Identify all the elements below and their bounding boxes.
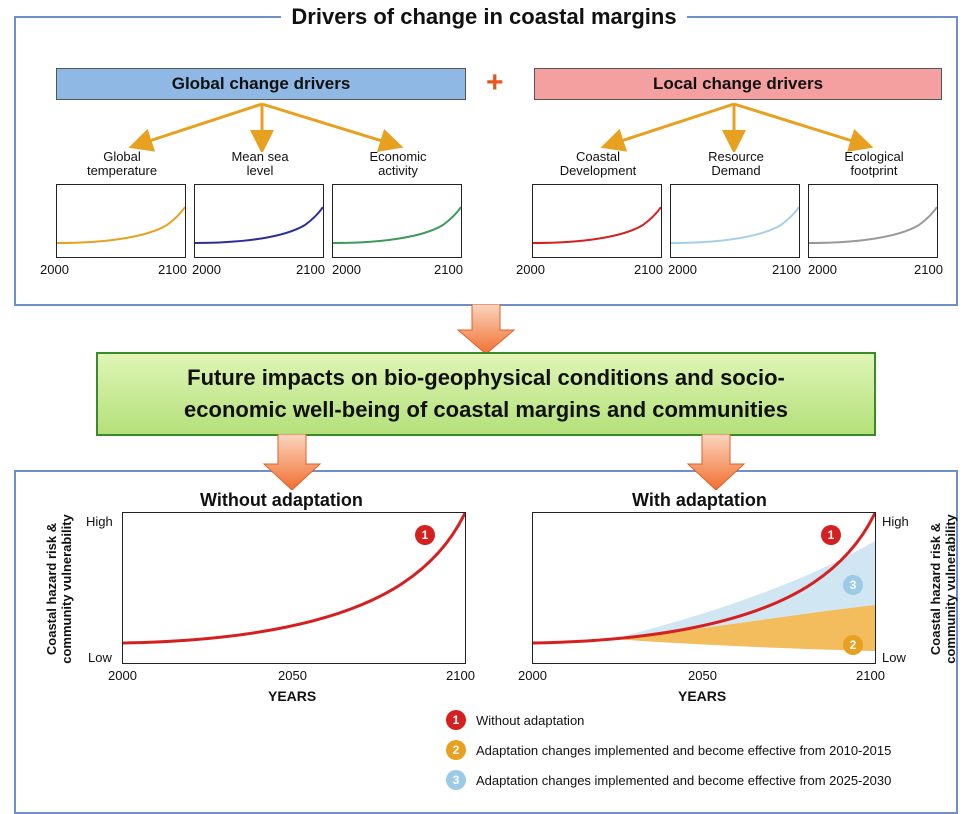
legend-item-2: 2 Adaptation changes implemented and bec…: [446, 740, 891, 760]
mini-curve-svg: [57, 206, 185, 244]
tick-start-6: 2000: [808, 262, 837, 277]
plus-sign: +: [486, 66, 504, 99]
down-arrow-right: [686, 434, 746, 490]
with-ylabel: Coastal hazard risk &community vulnerabi…: [928, 514, 958, 664]
without-xtick-2050: 2050: [278, 668, 307, 683]
local-drivers-box: Local change drivers: [534, 68, 942, 100]
mini-curve: [671, 206, 799, 244]
legend-text-1: Without adaptation: [476, 712, 585, 728]
impact-box: Future impacts on bio-geophysical condit…: [96, 352, 876, 436]
branch-arrows: [128, 102, 874, 152]
global-drivers-box: Global change drivers: [56, 68, 466, 100]
with-adaptation-title: With adaptation: [632, 490, 767, 510]
down-arrow-top: [456, 304, 516, 354]
mini-curve-svg: [809, 206, 937, 244]
svg-text:1: 1: [422, 528, 429, 542]
mini-curve-svg: [533, 206, 661, 244]
down-arrow-left: [262, 434, 322, 490]
mini-chart-resource-demand: [670, 184, 800, 258]
with-high-label: High: [882, 514, 909, 529]
mini-chart-coastal-development: [532, 184, 662, 258]
main-title: Drivers of change in coastal margins: [0, 4, 968, 30]
legend-item-3: 3 Adaptation changes implemented and bec…: [446, 770, 891, 790]
tick-end-1: 2100: [158, 262, 187, 277]
tick-end-3: 2100: [434, 262, 463, 277]
mini-curve-svg: [333, 206, 461, 244]
svg-text:1: 1: [828, 528, 835, 542]
tick-end-6: 2100: [914, 262, 943, 277]
tick-end-5: 2100: [772, 262, 801, 277]
mini-chart-ecological-footprint: [808, 184, 938, 258]
mini-chart-economic-activity: [332, 184, 462, 258]
svg-text:3: 3: [850, 578, 857, 592]
without-xtick-2100: 2100: [446, 668, 475, 683]
with-adaptation-plot: 1 3 2: [532, 512, 877, 655]
with-xtick-2000: 2000: [518, 668, 547, 683]
with-xlabel: YEARS: [678, 688, 727, 704]
mini-curve: [533, 206, 661, 244]
legend-badge-1: 1: [446, 710, 466, 730]
legend-badge-3: 3: [446, 770, 466, 790]
without-xlabel: YEARS: [268, 688, 317, 704]
tick-start-5: 2000: [668, 262, 697, 277]
without-high-label: High: [86, 514, 113, 529]
mini-chart-mean-sea-level: [194, 184, 324, 258]
with-xtick-2100: 2100: [856, 668, 885, 683]
with-adaptation-chart: 1 3 2: [532, 512, 877, 664]
mini-chart-global-temperature: [56, 184, 186, 258]
without-adaptation-chart: 1: [122, 512, 467, 664]
mini-curve: [57, 206, 185, 244]
tick-start-1: 2000: [40, 262, 69, 277]
tick-end-4: 2100: [634, 262, 663, 277]
mini-curve-svg: [671, 206, 799, 244]
legend-text-3: Adaptation changes implemented and becom…: [476, 772, 892, 788]
without-adaptation-title: Without adaptation: [200, 490, 363, 510]
tick-end-2: 2100: [296, 262, 325, 277]
tick-start-2: 2000: [192, 262, 221, 277]
legend-badge-2: 2: [446, 740, 466, 760]
legend-item-1: 1 Without adaptation: [446, 710, 584, 730]
without-adaptation-plot: 1: [122, 512, 467, 645]
mini-curve: [195, 206, 323, 244]
without-xtick-2000: 2000: [108, 668, 137, 683]
tick-start-3: 2000: [332, 262, 361, 277]
mini-curve-svg: [195, 206, 323, 244]
mini-curve: [333, 206, 461, 244]
tick-start-4: 2000: [516, 262, 545, 277]
with-xtick-2050: 2050: [688, 668, 717, 683]
mini-curve: [809, 206, 937, 244]
with-low-label: Low: [882, 650, 906, 665]
legend-text-2: Adaptation changes implemented and becom…: [476, 742, 892, 758]
without-low-label: Low: [88, 650, 112, 665]
without-ylabel: Coastal hazard risk &community vulnerabi…: [44, 514, 74, 664]
svg-text:2: 2: [850, 638, 857, 652]
